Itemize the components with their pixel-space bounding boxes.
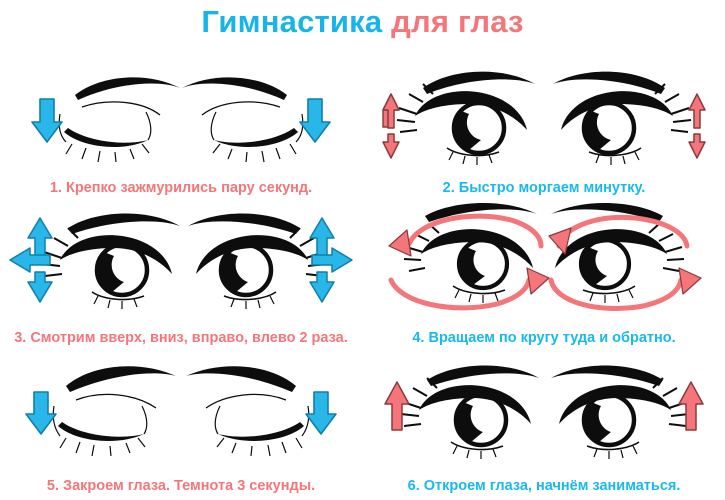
arrow-down-right [688,133,706,159]
exercise-panel-2: 2. Быстро моргаем минутку. [363,52,725,202]
page-title-part-2: для глаз [382,4,524,39]
arrow-down-right [309,271,335,303]
arrow-right [311,247,353,273]
exercise-panel-3: 3. Смотрим вверх, вниз, вправо, влево 2 … [0,202,362,352]
arrow-down-left [382,133,400,159]
arrow-down-left [25,391,57,435]
eye-illustration-open-6 [363,350,725,468]
arrow-rotate-left-eye [388,213,550,311]
eye-illustration-closed-1 [0,52,362,170]
open-eye-left [400,365,539,459]
exercise-panel-1: 1. Крепко зажмурились пару секунд. [0,52,362,202]
eye-illustration-open-2 [363,52,725,170]
open-eye-left [403,202,537,303]
open-eye-left [41,213,180,309]
exercise-caption-6: 6. Откроем глаза, начнём заниматься. [407,478,681,494]
arrow-down-right [305,391,337,435]
open-eye-right [188,213,327,309]
open-eye-left [396,71,535,165]
arrow-up-left [382,93,400,129]
arrow-up-left [384,381,410,431]
exercise-panel-5: 5. Закроем глаза. Темнота 3 секунды. [0,350,362,500]
arrow-up-right [309,217,335,259]
arrow-down-right [299,98,331,143]
exercise-panel-6: 6. Откроем глаза, начнём заниматься. [363,350,725,500]
arrow-up-left [27,217,53,259]
eye-illustration-open-3 [0,202,362,320]
closed-eye-left [58,77,180,163]
exercise-caption-3: 3. Смотрим вверх, вниз, вправо, влево 2 … [14,330,348,346]
exercise-caption-5: 5. Закроем глаза. Темнота 3 секунды. [46,478,316,494]
open-eye-right [551,365,690,459]
open-eye-right [551,202,685,303]
arrow-rotate-right-eye [548,214,702,311]
arrow-left [9,247,51,273]
page-title: Гимнастика для глаз [0,4,725,40]
arrow-up-right [678,381,704,431]
page-title-part-1: Гимнастика [201,4,383,39]
arrow-up-right [688,93,706,129]
closed-eye-left [52,366,176,457]
closed-eye-right [182,77,304,163]
closed-eye-right [186,366,310,457]
exercise-panel-4: 4. Вращаем по кругу туда и обратно. [363,202,725,352]
exercise-caption-4: 4. Вращаем по кругу туда и обратно. [412,330,676,346]
exercise-caption-2: 2. Быстро моргаем минутку. [442,180,646,196]
eye-illustration-closed-5 [0,350,362,468]
arrow-down-left [27,271,53,303]
eye-illustration-open-4 [363,202,725,320]
open-eye-right [553,71,692,165]
arrow-down-left [31,98,63,143]
exercise-caption-1: 1. Крепко зажмурились пару секунд. [49,180,313,196]
